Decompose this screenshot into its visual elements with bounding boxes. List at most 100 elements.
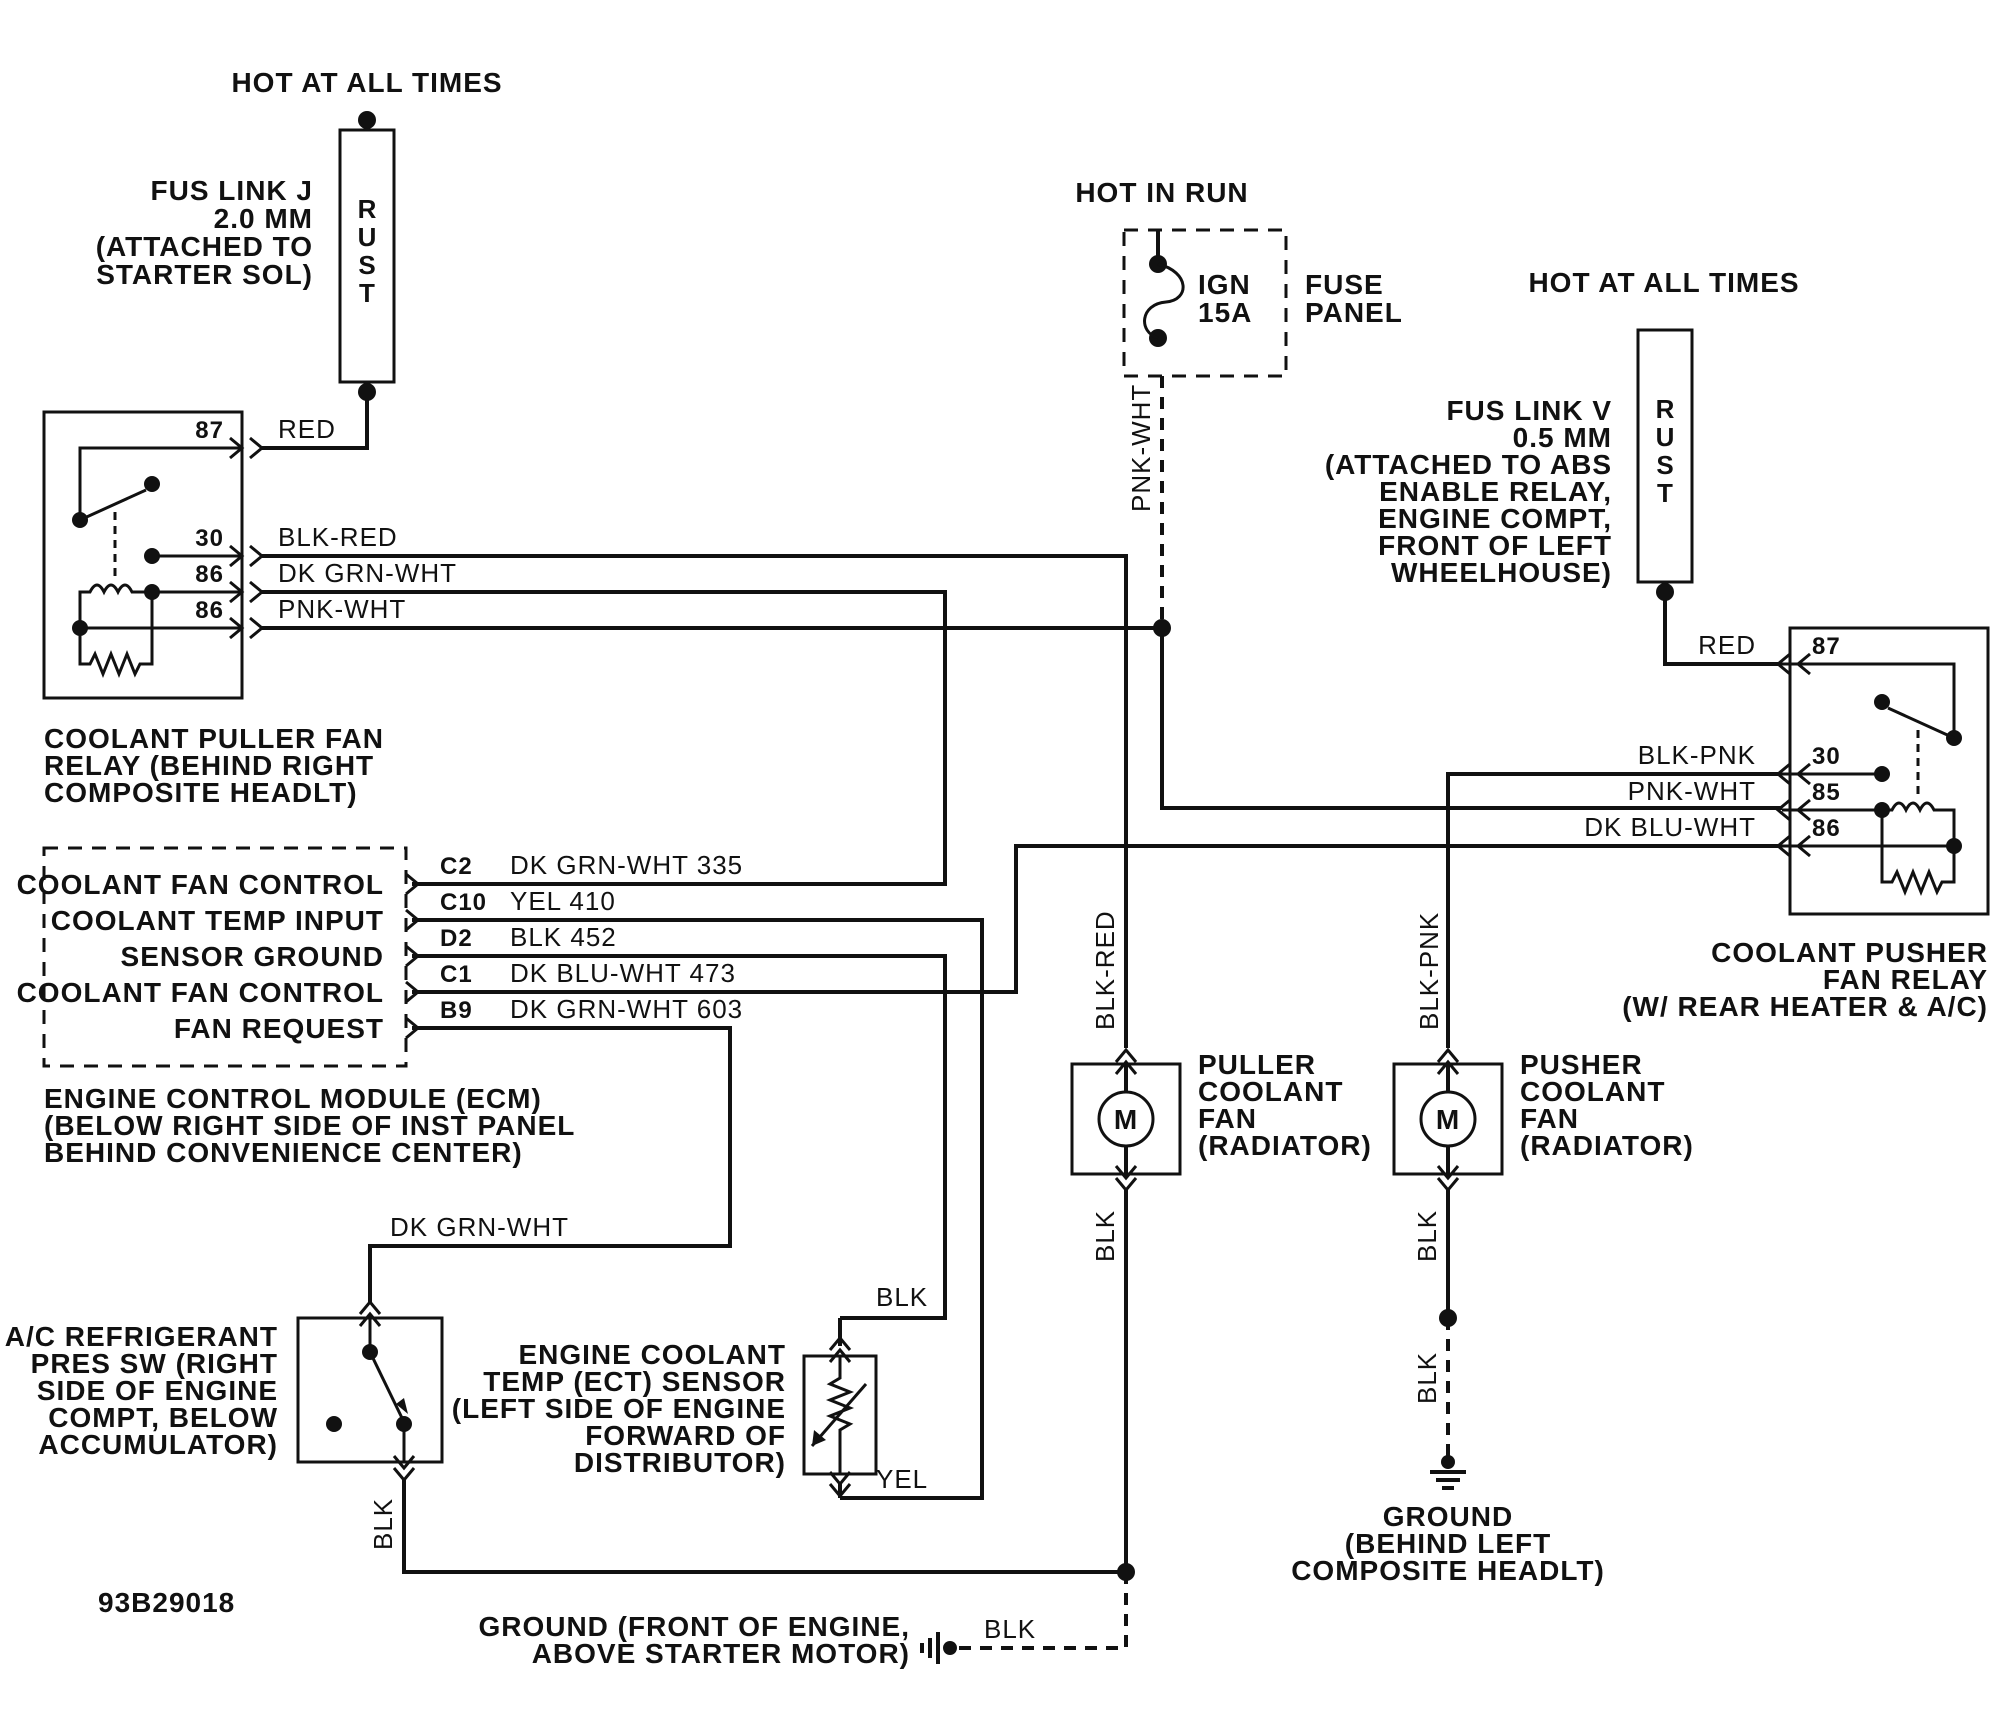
relay-contact bbox=[1874, 694, 1890, 710]
relay-switch-blade bbox=[1887, 706, 1955, 740]
wire-red-87 bbox=[262, 392, 369, 450]
relay-contact bbox=[144, 476, 160, 492]
ecm-pin: C10 bbox=[440, 889, 487, 916]
wire-label-pnk-wht: PNK-WHT bbox=[278, 594, 406, 624]
puller-relay-desc: COMPOSITE HEADLT) bbox=[44, 777, 358, 808]
hot-at-all-times-label-j: HOT AT ALL TIMES bbox=[231, 67, 502, 98]
switch-contact bbox=[326, 1416, 342, 1432]
pusher-fan-desc: (RADIATOR) bbox=[1520, 1130, 1694, 1161]
ground-dot bbox=[1441, 1455, 1455, 1469]
coolant-puller-fan-relay: 87 30 86 86 COOLANT PULLER FAN RELAY (BE… bbox=[42, 410, 384, 808]
connector-chevron bbox=[405, 872, 421, 896]
ecm-pin: C2 bbox=[440, 853, 473, 880]
rust-letter: T bbox=[359, 278, 375, 308]
ecm-pin: D2 bbox=[440, 925, 473, 952]
relay-resistor bbox=[1880, 810, 1956, 897]
puller-fan-desc: PULLER bbox=[1198, 1049, 1316, 1080]
connector-chevron bbox=[828, 1335, 852, 1363]
rust-letter: T bbox=[1657, 478, 1673, 508]
fuse-element bbox=[1143, 262, 1185, 340]
ign-fuse: HOT IN RUN IGN 15A FUSE PANEL bbox=[1075, 177, 1403, 378]
wire-label-red: RED bbox=[278, 414, 336, 444]
fuse-link-j-desc: 2.0 MM bbox=[214, 203, 313, 234]
wire-dk-grn-wht bbox=[262, 590, 947, 886]
wire-label-red-pusher: RED bbox=[1698, 630, 1756, 660]
fuse-rating: 15A bbox=[1198, 297, 1252, 328]
pusher-relay-desc: FAN RELAY bbox=[1823, 964, 1988, 995]
ground-engine: BLK GROUND (FRONT OF ENGINE, ABOVE START… bbox=[478, 1611, 1036, 1669]
ground-engine-wire-label: BLK bbox=[984, 1614, 1036, 1644]
fuse-link-v-desc: (ATTACHED TO ABS bbox=[1325, 449, 1612, 480]
ground-left-desc: COMPOSITE HEADLT) bbox=[1291, 1555, 1605, 1586]
wire-label-blk-pnk: BLK-PNK bbox=[1638, 740, 1756, 770]
ac-switch-desc: COMPT, BELOW bbox=[48, 1402, 278, 1433]
diagram-id: 93B29018 bbox=[98, 1587, 235, 1618]
puller-relay-desc: COOLANT PULLER FAN bbox=[44, 723, 384, 754]
fuse-panel-label: PANEL bbox=[1305, 297, 1403, 328]
ac-switch-desc: A/C REFRIGERANT bbox=[5, 1321, 278, 1352]
relay-contact bbox=[1874, 766, 1890, 782]
ecm-row-label: FAN REQUEST bbox=[174, 1013, 384, 1044]
wire-yel-410 bbox=[412, 918, 984, 1500]
wire-red-pusher-87 bbox=[1663, 592, 1782, 666]
pusher-relay-box bbox=[1788, 626, 1990, 916]
ground-engine-desc: ABOVE STARTER MOTOR) bbox=[532, 1638, 910, 1669]
fuse-rating: IGN bbox=[1198, 269, 1251, 300]
ect-sensor-desc: TEMP (ECT) SENSOR bbox=[483, 1366, 786, 1397]
engine-control-module: COOLANT FAN CONTROL COOLANT TEMP INPUT S… bbox=[17, 846, 743, 1168]
wire-label-ac-out: BLK bbox=[368, 1498, 398, 1550]
fuse-link-v-desc: WHEELHOUSE) bbox=[1391, 557, 1612, 588]
ecm-row-label: COOLANT TEMP INPUT bbox=[51, 905, 384, 936]
connector-chevron bbox=[1775, 652, 1811, 676]
connector-chevron bbox=[1775, 798, 1811, 822]
wire-label-blk-pnk-vert: BLK-PNK bbox=[1414, 912, 1444, 1030]
pusher-relay-desc: COOLANT PUSHER bbox=[1711, 937, 1988, 968]
fuse-link-v-desc: 0.5 MM bbox=[1513, 422, 1612, 453]
fuse-link-j-desc: (ATTACHED TO bbox=[96, 231, 313, 262]
ecm-wire-label: DK GRN-WHT 603 bbox=[510, 994, 743, 1024]
pusher-relay-desc: (W/ REAR HEATER & A/C) bbox=[1622, 991, 1988, 1022]
pusher-fan-desc: PUSHER bbox=[1520, 1049, 1643, 1080]
relay-coil bbox=[78, 583, 152, 630]
fuse-link-j-desc: STARTER SOL) bbox=[96, 259, 313, 290]
fuse-link-v-desc: ENGINE COMPT, bbox=[1378, 503, 1612, 534]
connector-chevron bbox=[1114, 1047, 1138, 1075]
switch-blade bbox=[368, 1351, 404, 1419]
relay-switch-blade bbox=[79, 488, 147, 522]
wire-blk-pnk bbox=[1446, 772, 1782, 1048]
motor-label: M bbox=[1114, 1104, 1138, 1135]
ecm-wire-label: YEL 410 bbox=[510, 886, 616, 916]
pusher-fan-desc: FAN bbox=[1520, 1103, 1579, 1134]
wire-blk-452 bbox=[412, 954, 947, 1320]
rust-letter: S bbox=[1656, 450, 1673, 480]
pin-85: 85 bbox=[1812, 779, 1841, 806]
relay-coil bbox=[1782, 801, 1956, 846]
relay-internal-87 bbox=[78, 446, 242, 520]
puller-fan-desc: (RADIATOR) bbox=[1198, 1130, 1372, 1161]
pusher-coolant-fan: BLK-PNK M PUSHER COOLANT FAN (RADIATOR) … bbox=[1392, 912, 1694, 1262]
wire-label-dk-grn-wht: DK GRN-WHT bbox=[278, 558, 457, 588]
relay-resistor bbox=[78, 592, 154, 679]
ecm-wire-label: BLK 452 bbox=[510, 922, 617, 952]
puller-fan-desc: COOLANT bbox=[1198, 1076, 1343, 1107]
fuse-link-v-desc: FUS LINK V bbox=[1446, 395, 1612, 426]
ecm-wire-label: DK GRN-WHT 335 bbox=[510, 850, 743, 880]
ecm-row-label: COOLANT FAN CONTROL bbox=[17, 977, 384, 1008]
motor-label: M bbox=[1436, 1104, 1460, 1135]
ac-refrigerant-pressure-switch: DK GRN-WHT A/C REFRIGERANT PRES SW (RIGH… bbox=[5, 1212, 568, 1483]
rust-letter: U bbox=[358, 222, 377, 252]
puller-relay-desc: RELAY (BEHIND RIGHT bbox=[44, 750, 374, 781]
relay-internal-87 bbox=[1782, 662, 1956, 738]
ground-engine-desc: GROUND (FRONT OF ENGINE, bbox=[478, 1611, 910, 1642]
fuse-link-v-desc: FRONT OF LEFT bbox=[1378, 530, 1612, 561]
connector-chevron bbox=[405, 980, 421, 1004]
ect-sensor-desc: ENGINE COOLANT bbox=[518, 1339, 786, 1370]
ecm-desc: ENGINE CONTROL MODULE (ECM) bbox=[44, 1083, 542, 1114]
ground-dot bbox=[943, 1641, 957, 1655]
ecm-pin: C1 bbox=[440, 961, 473, 988]
thermistor-arrow bbox=[810, 1383, 868, 1447]
thermistor-arrowhead bbox=[812, 1430, 826, 1446]
ac-switch-desc: SIDE OF ENGINE bbox=[37, 1375, 278, 1406]
fuse-panel-box bbox=[1122, 228, 1288, 378]
